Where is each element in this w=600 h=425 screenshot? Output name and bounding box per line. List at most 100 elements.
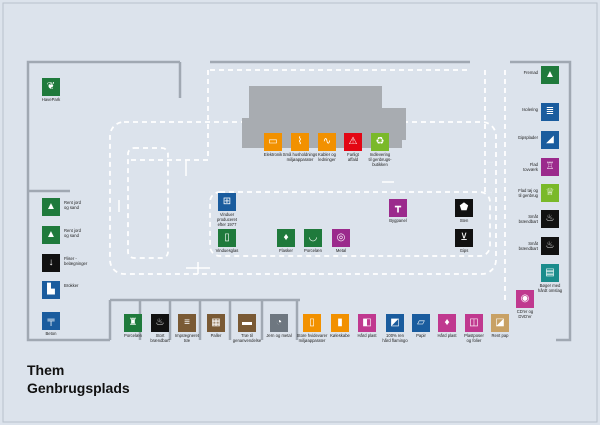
leaf-icon: ❦ <box>46 81 56 92</box>
plastic-icon: ◧ <box>362 317 372 328</box>
sign-trae-genbrug: ▬ <box>238 314 256 332</box>
sign-label-rent-jord-1: Rent jord og sand <box>64 200 81 210</box>
sign-beton: ╤ <box>42 312 60 330</box>
sign-label-imp-trae: Imprægneret træ <box>175 333 199 343</box>
glass-icon: ▯ <box>224 232 230 243</box>
sign-label-tekstil: Flad tøj og til genbrug <box>518 188 538 198</box>
paper-icon: ▱ <box>417 317 425 328</box>
sign-papir: ▱ <box>412 314 430 332</box>
sign-label-gipsaffald: Gips <box>459 248 469 253</box>
sign-brokker: ▙ <box>42 281 60 299</box>
flame-icon: ♨ <box>155 317 165 328</box>
sign-store-hvidevarer: ▯ <box>303 314 321 332</box>
beam-icon: ╤ <box>47 315 55 326</box>
sign-label-brokker: Brokker <box>64 283 79 288</box>
warning-icon: ⚠ <box>348 136 358 147</box>
sign-label-pvc: 100% ren hård flamingo <box>382 333 408 343</box>
cup-icon: ◡ <box>308 232 318 243</box>
recycle-icon: ♻ <box>375 136 385 147</box>
sign-label-stort-braendbart-1: Stort brændbart <box>150 333 170 343</box>
sign-kabler: ∿ <box>318 133 336 151</box>
bottle-icon: ♦ <box>283 232 289 243</box>
sign-label-fliser: Fliser - belægninger <box>64 256 88 266</box>
sign-label-fremad: Fremad <box>523 70 538 75</box>
sign-gipsaffald: ⊻ <box>455 229 473 247</box>
screen-icon: ▭ <box>268 136 278 147</box>
soil-icon: ▲ <box>46 201 56 212</box>
sign-label-porcelaen-2: Porcelæn <box>304 248 322 253</box>
arrow-down-icon: ↓ <box>48 257 54 268</box>
disc-icon: ◉ <box>520 293 530 304</box>
sign-label-smaa-elektronik: Små husholdnings miljøapparater <box>282 152 318 162</box>
sign-label-elektronik: Elektronik <box>263 152 283 157</box>
can-icon: ◎ <box>336 232 346 243</box>
sign-label-isolering: Isolering <box>522 107 538 112</box>
pallet-icon: ▦ <box>211 317 221 328</box>
sign-label-store-hvidevarer: Store hvidevarer miljøapparater <box>296 333 328 343</box>
sign-label-porcelaen: Porcelæn <box>124 333 142 338</box>
sign-label-bygpanel: Bygpanel <box>389 218 407 223</box>
sign-vinduer: ⊞ <box>218 193 236 211</box>
sign-label-vinduesglas: Vinduesglas <box>215 248 239 253</box>
sign-label-havepark: HavePark <box>41 97 61 102</box>
road-center <box>209 191 491 257</box>
sign-porcelaen: ♜ <box>124 314 142 332</box>
cable-icon: ∿ <box>322 136 332 147</box>
sign-label-kuleskabe: Køleskabe <box>330 333 350 338</box>
road-marks <box>118 160 394 274</box>
site-title: Them Genbrugsplads <box>27 362 130 397</box>
sign-rent-jord-1: ▲ <box>42 198 60 216</box>
sign-label-farligt-affald: Farligt affald <box>347 152 359 162</box>
window-icon: ⊞ <box>222 196 232 207</box>
sign-label-smaa-braendbart: Småt brændbart <box>518 214 538 224</box>
sign-vinduesglas: ▯ <box>218 229 236 247</box>
sign-imp-trae: ≡ <box>178 314 196 332</box>
road-parking <box>127 147 169 259</box>
sign-label-rent-pap-1: Rent pap <box>491 333 509 338</box>
sign-pvc: ◩ <box>386 314 404 332</box>
sign-label-bogen: Bøger med hårdt omslag <box>537 283 563 293</box>
sign-label-flasker: Hård plast <box>437 333 457 338</box>
sign-label-paller: Paller <box>210 333 222 338</box>
sign-flasker-glas: ♦ <box>277 229 295 247</box>
bag-icon: ◫ <box>469 317 479 328</box>
sign-elektronik: ▭ <box>264 133 282 151</box>
board-icon: ◢ <box>546 134 554 145</box>
tie-icon: ♖ <box>545 161 555 172</box>
sign-fliser: ↓ <box>42 254 60 272</box>
triangle-icon: ▲ <box>545 69 555 80</box>
sign-metal-daaser: ◎ <box>332 229 350 247</box>
sign-kuleskabe: ▮ <box>331 314 349 332</box>
sign-label-metal-daaser: Metal <box>335 248 347 253</box>
plank-icon: ▬ <box>242 317 252 328</box>
cardboard-icon: ◪ <box>495 317 505 328</box>
gypsum-icon: ⊻ <box>460 232 468 243</box>
road-inner-loop <box>109 121 497 275</box>
sign-tekstil: ♕ <box>541 184 559 202</box>
roads <box>109 69 506 300</box>
sign-smaa-elektronik: ⌇ <box>291 133 309 151</box>
foam-icon: ◩ <box>390 317 400 328</box>
sign-smaa-braendbart: ♨ <box>541 210 559 228</box>
sign-jern-metal: ◔ <box>270 314 288 332</box>
book-icon: ▤ <box>545 267 555 278</box>
sign-sten: ⬟ <box>455 199 473 217</box>
flame-icon: ♨ <box>545 240 555 251</box>
fridge-icon: ▯ <box>309 317 315 328</box>
sign-cd-dvd: ◉ <box>516 290 534 308</box>
sign-bygpanel: ┳ <box>389 199 407 217</box>
toilet-icon: ♜ <box>128 317 138 328</box>
sign-label-cd-dvd: CD'er og DVD'er <box>516 309 534 319</box>
sign-rent-pap-1: ◪ <box>491 314 509 332</box>
sign-flad-tekstil: ♖ <box>541 158 559 176</box>
wall-right-outer <box>510 60 572 342</box>
vacuum-icon: ⌇ <box>297 136 303 147</box>
pan-icon: ◔ <box>275 317 283 328</box>
sign-label-flasker-glas: Flasker <box>279 248 293 253</box>
sign-bogen: ▤ <box>541 264 559 282</box>
title-line-2: Genbrugsplads <box>27 379 130 396</box>
sign-label-trae-genbrug: Træ til genanvendelse <box>232 333 262 343</box>
sign-label-jern-metal: Jern og metal <box>266 333 292 338</box>
sign-stort-braendbart-2: ♨ <box>541 237 559 255</box>
